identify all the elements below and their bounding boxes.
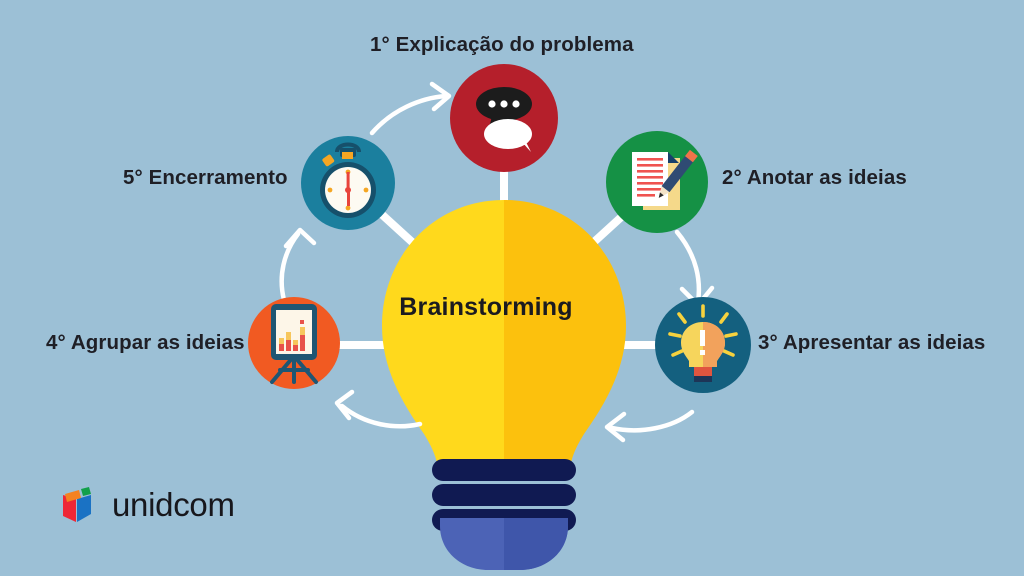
- easel-chart-icon: [270, 304, 318, 384]
- arrow-1-to-2: [369, 81, 452, 136]
- bulb-base-band-2: [432, 484, 576, 506]
- stopwatch-icon: [320, 142, 376, 218]
- document-pencil-icon: [632, 149, 698, 210]
- step-ordinal-4: 4°: [46, 331, 66, 354]
- step-ordinal-1: 1°: [370, 33, 390, 56]
- arrow-3-to-4: [604, 409, 695, 443]
- flow-arrows: [279, 81, 715, 443]
- step-circle-2[interactable]: [606, 131, 708, 233]
- step-text-5: Encerramento: [148, 166, 288, 189]
- step-circle-3[interactable]: [655, 297, 751, 393]
- unidcom-mark-icon: [63, 487, 91, 522]
- brand-logo: unidcom: [55, 482, 235, 526]
- arrow-4-to-5: [334, 389, 423, 429]
- bulb-glass-right: [504, 200, 626, 472]
- arrow-5-to-1: [279, 227, 317, 303]
- step-text-4: Agrupar as ideias: [70, 331, 245, 354]
- bulb-glass-left: [382, 200, 504, 472]
- step-circle-4[interactable]: [248, 297, 340, 389]
- step-label-1: 1° Explicação do problema: [370, 33, 634, 56]
- step-ordinal-2: 2°: [722, 166, 742, 189]
- lightbulb-graphic: [382, 200, 626, 570]
- bulb-base-band-1: [432, 459, 576, 481]
- step-text-1: Explicação do problema: [395, 33, 634, 56]
- speech-bubbles-icon: [476, 87, 532, 152]
- step-label-2: 2° Anotar as ideias: [722, 166, 907, 189]
- bulb-screw-base-shadow: [504, 518, 568, 570]
- step-ordinal-3: 3°: [758, 331, 778, 354]
- step-circle-5[interactable]: [301, 136, 395, 230]
- step-circle-1[interactable]: [450, 64, 558, 172]
- step-label-3: 3° Apresentar as ideias: [758, 331, 986, 354]
- step-ordinal-5: 5°: [123, 166, 143, 189]
- step-label-4: 4° Agrupar as ideias: [46, 331, 245, 354]
- step-text-2: Anotar as ideias: [746, 166, 907, 189]
- step-label-5: 5° Encerramento: [123, 166, 288, 189]
- idea-lightbulb-icon: [668, 304, 738, 382]
- step-text-3: Apresentar as ideias: [782, 331, 986, 354]
- brand-name: unidcom: [112, 485, 235, 523]
- center-title: Brainstorming: [399, 293, 573, 321]
